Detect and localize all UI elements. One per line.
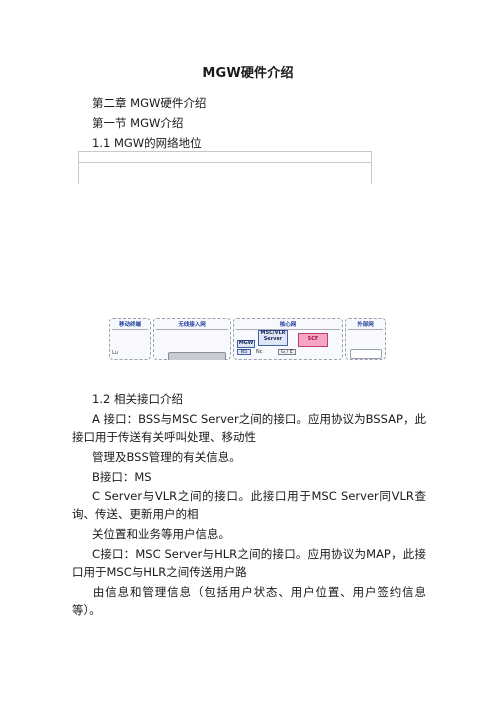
document-title: MGW硬件介绍 bbox=[202, 66, 294, 81]
ns-node: NS bbox=[237, 349, 251, 355]
subsection-heading-2: 1.2 相关接口介绍 bbox=[92, 392, 183, 406]
msc-vlr-server-node: MSC/VLR Server bbox=[258, 330, 288, 346]
b-interface-continuation: 关位置和业务等用户信息。 bbox=[92, 527, 230, 541]
section-radio-access-network: 无线接入网 bbox=[153, 318, 231, 360]
empty-table-frame bbox=[78, 151, 372, 184]
chapter-heading: 第二章 MGW硬件介绍 bbox=[92, 96, 207, 110]
lu-label: Lu bbox=[112, 350, 118, 356]
c-interface-text: C接口：MSC Server与HLR之间的接口。应用协议为MAP，此接口用于MS… bbox=[72, 547, 426, 579]
b-interface-heading: B接口：MS bbox=[92, 470, 152, 484]
ge-label: G / E bbox=[278, 349, 296, 355]
section-mobile-terminal: 移动终端 Lu bbox=[109, 318, 151, 360]
ran-block bbox=[168, 352, 226, 360]
subsection-heading-1: 1.1 MGW的网络地位 bbox=[92, 136, 202, 150]
section-heading: 第一节 MGW介绍 bbox=[92, 116, 184, 130]
paragraph-c-interface-continuation: 由信息和管理信息（包括用户状态、用户位置、用户签约信息等）。 bbox=[72, 583, 426, 619]
section-external-network: 外部网 bbox=[345, 318, 386, 360]
paragraph-a-interface: A 接口：BSS与MSC Server之间的接口。应用协议为BSSAP，此接口用… bbox=[72, 410, 426, 446]
network-position-diagram: 移动终端 Lu 无线接入网 核心网 MGW NS MSC/VLR Server … bbox=[109, 318, 386, 360]
c-interface-continuation: 由信息和管理信息（包括用户状态、用户位置、用户签约信息等）。 bbox=[72, 585, 426, 617]
scf-node: SCF bbox=[298, 333, 328, 347]
nc-label: Nc bbox=[256, 349, 263, 355]
a-interface-text: A 接口：BSS与MSC Server之间的接口。应用协议为BSSAP，此接口用… bbox=[72, 412, 426, 444]
section-core-network: 核心网 MGW NS MSC/VLR Server Nc G / E SCF bbox=[233, 318, 343, 360]
a-interface-continuation: 管理及BSS管理的有关信息。 bbox=[92, 450, 241, 464]
external-block bbox=[350, 349, 382, 359]
b-interface-text: C Server与VLR之间的接口。此接口用于MSC Server同VLR查询、… bbox=[72, 489, 426, 521]
paragraph-c-interface: C接口：MSC Server与HLR之间的接口。应用协议为MAP，此接口用于MS… bbox=[72, 545, 426, 581]
paragraph-b-interface: C Server与VLR之间的接口。此接口用于MSC Server同VLR查询、… bbox=[72, 487, 426, 523]
mgw-node: MGW bbox=[237, 340, 255, 348]
